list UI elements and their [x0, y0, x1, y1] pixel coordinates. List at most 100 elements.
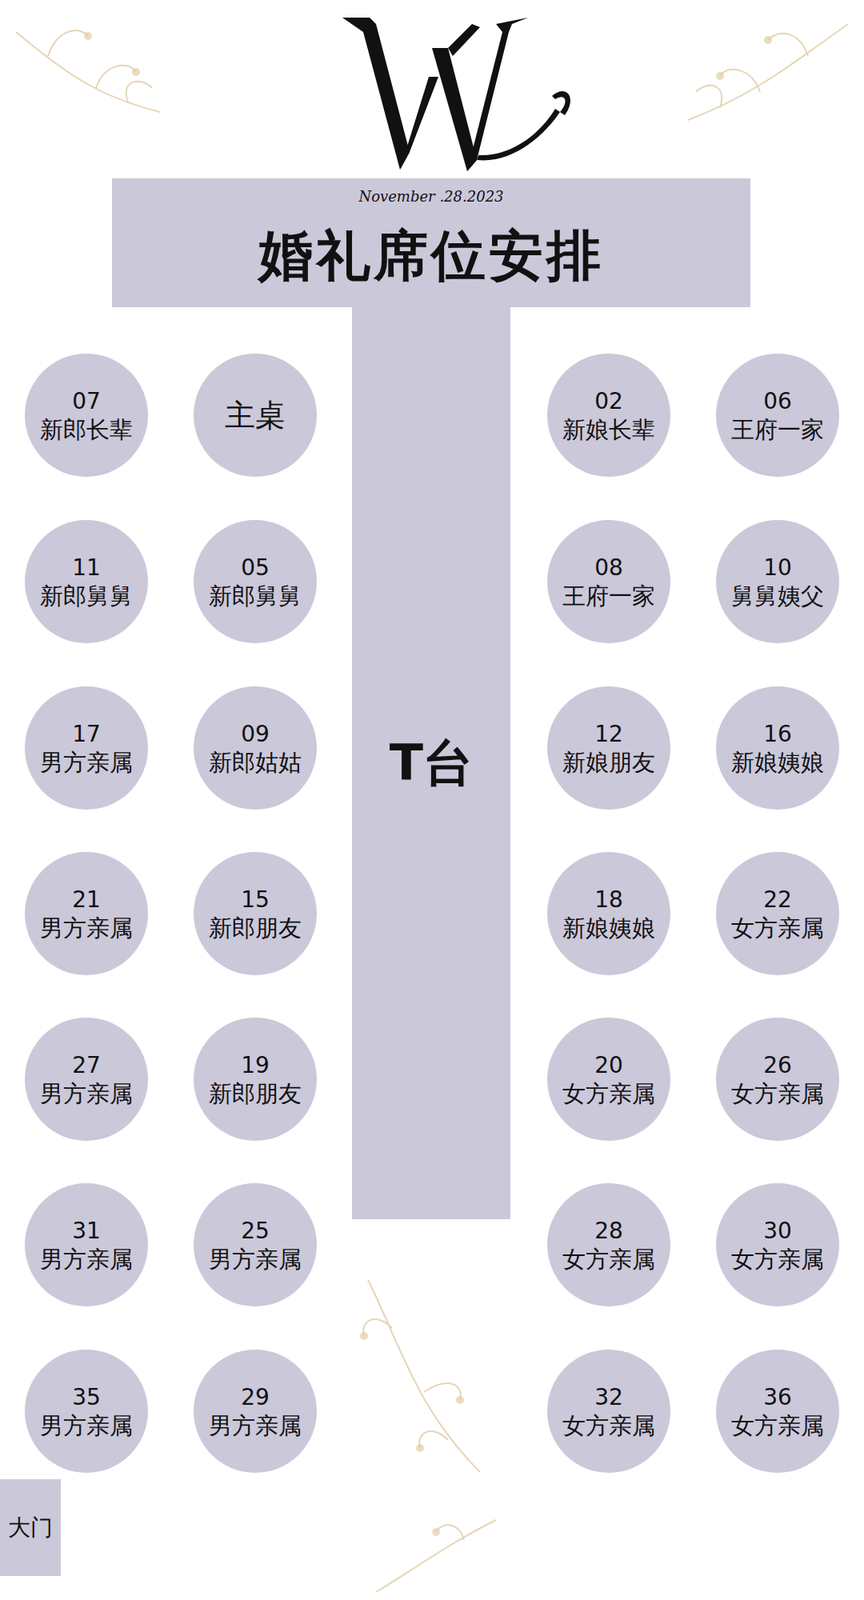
table-outline	[24, 852, 148, 976]
table-label: 新娘姨娘	[562, 913, 656, 943]
table-circle: 10舅舅姨父	[716, 520, 840, 644]
table-outline	[547, 1349, 671, 1473]
table-outline	[24, 1017, 148, 1141]
table-number: 20	[594, 1051, 624, 1080]
table-circle: 35男方亲属	[24, 1349, 148, 1473]
table-disc	[24, 1017, 148, 1141]
table-label: 主桌	[224, 396, 286, 435]
table-number: 22	[763, 885, 792, 914]
table-circle: 32女方亲属	[547, 1349, 671, 1473]
table-number: 35	[72, 1383, 101, 1412]
table-outline	[716, 1183, 840, 1307]
table-number: 06	[763, 387, 792, 416]
table-number: 18	[594, 885, 624, 914]
table-disc	[547, 1349, 671, 1473]
table-label: 女方亲属	[731, 1079, 824, 1108]
table-label: 舅舅姨父	[731, 581, 824, 611]
table-disc	[193, 686, 317, 810]
table-disc	[193, 520, 317, 644]
table-label: 新娘朋友	[562, 748, 656, 777]
table-label: 女方亲属	[731, 1244, 824, 1274]
table-label: 女方亲属	[731, 1411, 824, 1440]
stage-head-band	[112, 178, 751, 308]
table-label: 男方亲属	[40, 1079, 133, 1108]
table-outline	[193, 1349, 317, 1473]
table-number: 08	[594, 553, 624, 582]
table-disc	[716, 1017, 840, 1141]
table-number: 21	[72, 885, 101, 914]
table-circle: 36女方亲属	[716, 1349, 840, 1473]
table-circle: 30女方亲属	[716, 1183, 840, 1307]
table-outline	[716, 852, 840, 976]
table-disc	[24, 353, 148, 477]
table-disc	[193, 852, 317, 976]
table-label: 王府一家	[562, 581, 656, 611]
table-label: 新郎舅舅	[40, 581, 133, 611]
table-number: 19	[240, 1051, 270, 1080]
table-number: 09	[240, 720, 270, 748]
chart-title: 婚礼席位安排	[112, 224, 751, 288]
table-circle: 15新郎朋友	[193, 852, 317, 976]
table-outline	[24, 353, 148, 477]
table-label: 新娘姨娘	[731, 748, 824, 777]
table-number: 30	[763, 1216, 792, 1245]
table-number: 10	[763, 553, 792, 582]
table-label: 新娘长辈	[562, 415, 656, 444]
table-outline	[547, 520, 671, 644]
table-disc	[716, 1349, 840, 1473]
table-outline	[547, 686, 671, 810]
table-disc	[716, 353, 840, 477]
table-circle: 22女方亲属	[716, 852, 840, 976]
table-disc	[716, 852, 840, 976]
table-outline	[716, 353, 840, 477]
table-circle: 07新郎长辈	[24, 353, 148, 477]
table-disc	[547, 353, 671, 477]
table-disc	[24, 686, 148, 810]
table-disc	[24, 520, 148, 644]
table-label: 大门	[8, 1513, 53, 1542]
table-circle: 17男方亲属	[24, 686, 148, 810]
table-outline	[24, 1349, 148, 1473]
table-outline	[547, 852, 671, 976]
table-number: 27	[72, 1051, 101, 1080]
table-circle: 26女方亲属	[716, 1017, 840, 1141]
table-circle: 06王府一家	[716, 353, 840, 477]
table-outline	[193, 1183, 317, 1307]
table-number: 07	[72, 387, 101, 416]
table-outline	[716, 1349, 840, 1473]
table-number: 05	[240, 553, 270, 582]
table-circle: 20女方亲属	[547, 1017, 671, 1141]
table-disc	[193, 1183, 317, 1307]
table-number: 31	[72, 1216, 101, 1245]
table-circle: 主桌	[193, 353, 317, 477]
table-circle: 25男方亲属	[193, 1183, 317, 1307]
table-disc	[716, 1183, 840, 1307]
table-number: 12	[594, 720, 624, 748]
table-label: 女方亲属	[562, 1411, 656, 1440]
table-outline	[547, 353, 671, 477]
table-label: 男方亲属	[40, 913, 133, 943]
table-label: 男方亲属	[40, 1244, 133, 1274]
table-outline	[24, 686, 148, 810]
table-number: 02	[594, 387, 624, 416]
table-disc	[716, 520, 840, 644]
date-label: November .28.2023	[112, 187, 751, 207]
table-circle: 27男方亲属	[24, 1017, 148, 1141]
table-circle: 28女方亲属	[547, 1183, 671, 1307]
table-label: 新郎长辈	[40, 415, 133, 444]
table-circle: 19新郎朋友	[193, 1017, 317, 1141]
table-circle: 21男方亲属	[24, 852, 148, 976]
monogram	[342, 17, 571, 172]
table-circle: 05新郎舅舅	[193, 520, 317, 644]
table-label: 男方亲属	[40, 1411, 133, 1440]
table-disc	[24, 1349, 148, 1473]
table-circle: 29男方亲属	[193, 1349, 317, 1473]
table-label: 男方亲属	[208, 1411, 302, 1440]
table-label: 女方亲属	[562, 1244, 656, 1274]
table-disc	[193, 1017, 317, 1141]
table-disc	[547, 1183, 671, 1307]
floral-dots	[84, 32, 772, 1536]
table-outline	[24, 520, 148, 644]
table-circle: 09新郎姑姑	[193, 686, 317, 810]
table-number: 26	[763, 1051, 792, 1080]
